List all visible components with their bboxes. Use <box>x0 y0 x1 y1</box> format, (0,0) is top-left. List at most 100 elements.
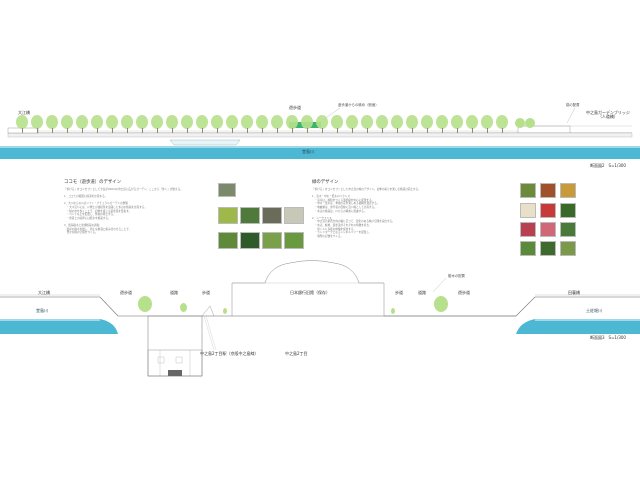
tree-icon <box>211 115 223 129</box>
tree-trunk <box>111 128 113 133</box>
left-column-title: ココモ（遊歩道）のデザイン <box>64 180 122 185</box>
photo-swatch <box>540 183 556 198</box>
tree-icon <box>136 115 148 129</box>
tree-icon <box>226 115 238 129</box>
tree-trunk <box>426 128 428 133</box>
tree-trunk <box>411 128 413 133</box>
section-sidewalk: 歩道 <box>202 290 210 295</box>
tree-icon <box>525 118 535 128</box>
tree-icon <box>286 115 298 129</box>
photo-swatch <box>262 207 282 224</box>
tree-trunk <box>396 128 398 133</box>
tree-trunk <box>96 128 98 133</box>
tree-trunk <box>381 128 383 133</box>
tree-trunk <box>321 128 323 133</box>
tree-trunk <box>231 128 233 133</box>
tree-trunk <box>186 128 188 133</box>
photo-swatch <box>560 222 576 237</box>
tree-trunk <box>141 128 143 133</box>
tree-trunk <box>156 128 158 133</box>
section-left-label: 大江橋 <box>38 290 50 295</box>
elevation-river-label: 堂島川 <box>302 149 314 154</box>
photo-swatch <box>520 241 536 256</box>
photo-swatch <box>218 183 236 197</box>
elevation-tag-note: 遊歩道からの眺め（断面） <box>338 103 379 107</box>
photo-swatch <box>520 222 536 237</box>
section-road: 道路 <box>170 290 178 295</box>
tree-trunk <box>336 128 338 133</box>
tree-icon <box>496 115 508 129</box>
tree-trunk <box>246 128 248 133</box>
tree-icon <box>256 115 268 129</box>
photo-swatch <box>540 203 556 218</box>
section-walk-r1: 歩道 <box>395 290 403 295</box>
tree-trunk <box>306 128 308 133</box>
elevation-left-label: 大江橋 <box>18 110 30 115</box>
section-river-right: 土佐堀川 <box>586 308 602 313</box>
photo-swatch <box>284 232 304 249</box>
section-right-label: 田蓑橋 <box>568 290 580 295</box>
section-annotation: 樹木の配置 <box>448 274 465 278</box>
tree-trunk <box>51 128 53 133</box>
tree-icon <box>91 115 103 129</box>
tree-icon <box>515 118 525 128</box>
tree-icon <box>301 115 313 129</box>
photo-swatch <box>540 241 556 256</box>
section-underground-right: 中之島2丁目 <box>285 351 308 356</box>
tree-trunk <box>366 128 368 133</box>
photo-swatch <box>262 232 282 249</box>
tree-trunk <box>276 128 278 133</box>
elevation-right-note: 橋の配置 <box>566 103 580 107</box>
tree-icon <box>331 115 343 129</box>
tree-icon <box>223 308 227 314</box>
tree-icon <box>138 296 152 312</box>
right-column-title: 緑のデザイン <box>312 180 339 185</box>
section-river-left: 堂島川 <box>36 308 48 313</box>
tree-icon <box>346 115 358 129</box>
tree-icon <box>121 115 133 129</box>
elevation-right-label: 中之島ガーデンブリッジ （人道橋） <box>586 110 630 119</box>
tree-trunk <box>66 128 68 133</box>
tree-trunk <box>351 128 353 133</box>
photo-swatch <box>540 222 556 237</box>
tree-icon <box>316 115 328 129</box>
elevation-center-label: 遊歩道 <box>289 105 301 110</box>
tree-trunk <box>261 128 263 133</box>
tree-icon <box>46 115 58 129</box>
tree-trunk <box>456 128 458 133</box>
tree-icon <box>391 308 395 314</box>
tree-icon <box>391 115 403 129</box>
right-column-paragraph: 「歩ける」をコンセプトとした中之島の緑のデザイン。四季の彩りを楽しむ植栽計画とす… <box>312 188 421 238</box>
tree-icon <box>271 115 283 129</box>
photo-swatch <box>520 203 536 218</box>
section-left-walk: 遊歩道 <box>120 290 132 295</box>
tree-trunk <box>201 128 203 133</box>
tree-trunk <box>486 128 488 133</box>
tree-icon <box>241 115 253 129</box>
tree-trunk <box>171 128 173 133</box>
tree-icon <box>106 115 118 129</box>
tree-trunk <box>291 128 293 133</box>
tree-trunk <box>81 128 83 133</box>
photo-swatch <box>240 232 260 249</box>
tree-icon <box>76 115 88 129</box>
section-road-r: 道路 <box>418 290 426 295</box>
tree-icon <box>151 115 163 129</box>
tree-icon <box>451 115 463 129</box>
tree-icon <box>436 115 448 129</box>
photo-swatch <box>218 232 238 249</box>
tree-icon <box>421 115 433 129</box>
tree-icon <box>481 115 493 129</box>
photo-swatch <box>560 183 576 198</box>
tree-icon <box>31 115 43 129</box>
section-walk-r2: 遊歩道 <box>458 290 470 295</box>
tree-icon <box>376 115 388 129</box>
tree-icon <box>181 115 193 129</box>
elevation-scale-label: 断面図2 S=1/300 <box>590 163 626 168</box>
tree-icon <box>434 296 448 312</box>
photo-swatch <box>240 207 260 224</box>
photo-swatch <box>520 183 536 198</box>
tree-trunk <box>126 128 128 133</box>
section-scale-label: 断面図3 S=1/300 <box>590 335 626 340</box>
photo-swatch <box>560 203 576 218</box>
